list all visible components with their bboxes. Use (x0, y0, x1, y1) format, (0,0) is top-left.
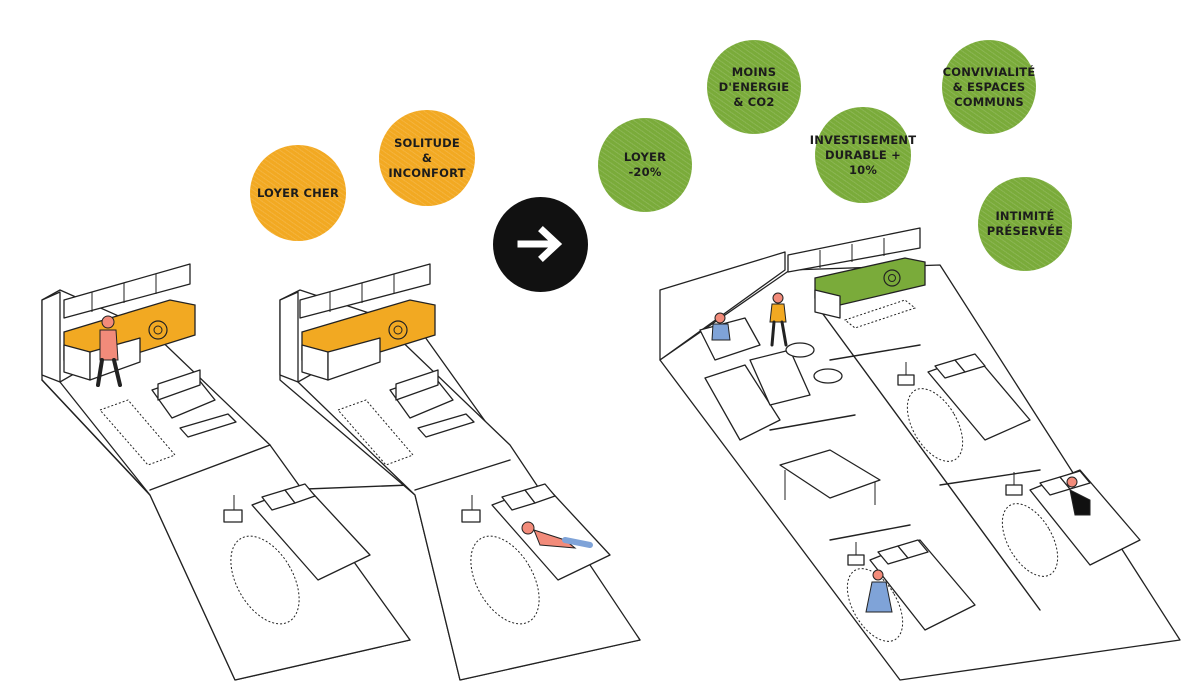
bubble-label: LOYER CHER (256, 185, 340, 200)
bubble-label: MOINS D'ENERGIE & CO2 (718, 64, 790, 109)
bubble-label: INTIMITÉ PRÉSERVÉE (986, 209, 1064, 238)
person-cooking (96, 315, 122, 387)
bubble-solitude-inconfort: SOLITUDE & INCONFORT (379, 110, 475, 206)
bubble-label: SOLITUDE & INCONFORT (388, 135, 466, 180)
bubble-convivialite: CONVIVIALITÉ & ESPACES COMMUNS (942, 40, 1036, 134)
arrow-right-icon (493, 197, 588, 292)
bubble-label: CONVIVIALITÉ & ESPACES COMMUNS (942, 64, 1036, 109)
upper-cabinets-3 (787, 227, 921, 273)
apartment-3-shared (659, 227, 1181, 681)
living-area (699, 299, 917, 441)
kitchen-counter-3 (814, 257, 926, 319)
bubble-label: INVESTISEMENT DURABLE + 10% (809, 132, 917, 177)
apartment-2 (279, 263, 641, 681)
bubble-intimite-preservee: INTIMITÉ PRÉSERVÉE (978, 177, 1072, 271)
person-dancing (865, 569, 893, 613)
person-lying (521, 521, 593, 549)
sofa-2 (389, 369, 454, 419)
sofa-1 (151, 369, 216, 419)
upper-cabinets-1 (63, 263, 191, 319)
kitchen-counter-2 (301, 299, 436, 381)
bubble-loyer-cher: LOYER CHER (250, 145, 346, 241)
person-standing (769, 292, 788, 347)
apartment-1 (41, 263, 411, 681)
bubble-investissement-durable: INVESTISEMENT DURABLE + 10% (810, 107, 916, 203)
person-sleeping (1066, 476, 1091, 516)
bubble-loyer-moins-20: LOYER -20% (598, 118, 692, 212)
upper-cabinets-2 (299, 263, 431, 319)
bed-1 (251, 483, 371, 581)
bed-3a (927, 353, 1031, 441)
bubble-moins-energie: MOINS D'ENERGIE & CO2 (707, 40, 801, 134)
bubble-label: LOYER -20% (623, 150, 667, 179)
person-reading (711, 312, 731, 341)
bed-2 (491, 483, 611, 581)
dining-table (779, 449, 881, 505)
bed-3b (869, 539, 976, 631)
